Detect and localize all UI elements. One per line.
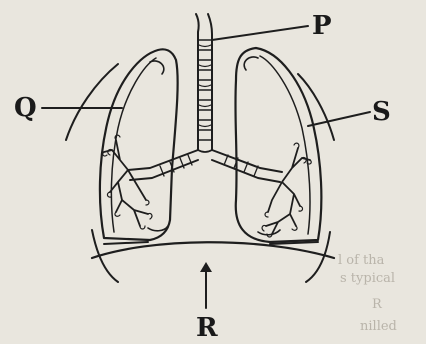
- left-lung: [100, 49, 178, 240]
- arrowhead-r-icon: [200, 262, 212, 272]
- leader-line-s: [308, 112, 370, 126]
- label-r: R: [196, 313, 218, 343]
- bleed-through-line-4: nilled: [360, 319, 397, 334]
- leader-line-p: [212, 26, 308, 40]
- bleed-through-line-2: s typical: [340, 271, 395, 286]
- trachea: [196, 14, 212, 150]
- bronchi: [128, 150, 282, 182]
- bleed-through-line-3: R: [372, 297, 383, 312]
- bleed-through-line-1: l of tha: [338, 253, 385, 268]
- label-p: P: [312, 11, 332, 41]
- label-q: Q: [14, 93, 37, 123]
- bleed-through-text: l of tha s typical R nilled: [338, 253, 397, 334]
- label-s: S: [372, 97, 391, 127]
- right-lung: [235, 48, 321, 242]
- diaphragm: [92, 242, 334, 258]
